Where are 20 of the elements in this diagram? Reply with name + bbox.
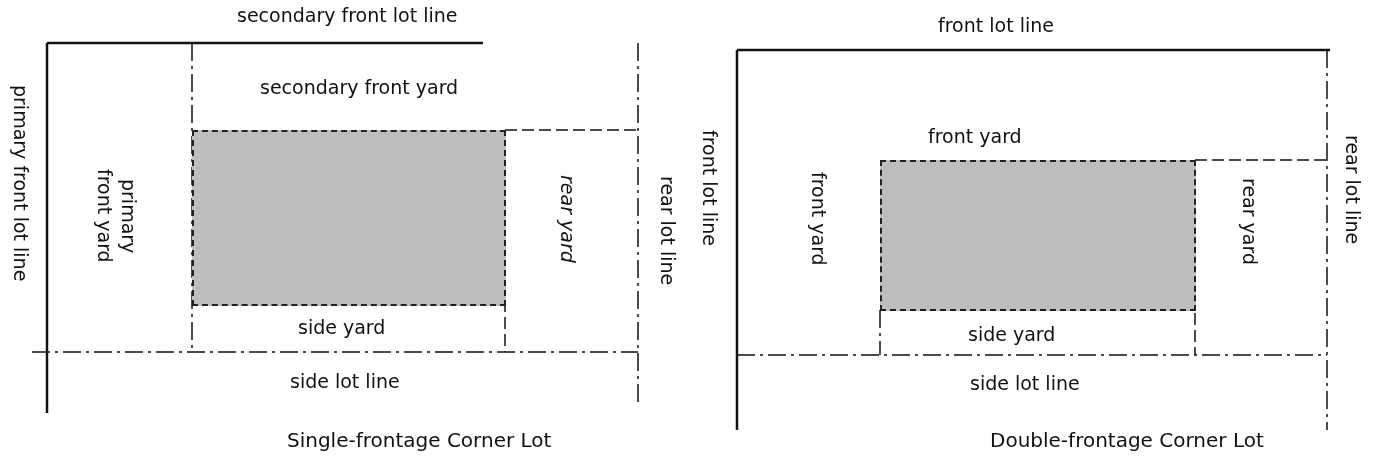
yard-label: front yard [806, 172, 830, 266]
lot-line-label: front lot line [697, 130, 721, 246]
lot-line-label: side lot line [290, 370, 400, 394]
lot-line-label: secondary front lot line [237, 4, 458, 28]
lot-line-label: rear lot line [1340, 135, 1364, 245]
yard-label: side yard [298, 316, 386, 340]
lot-caption: Single-frontage Corner Lot [287, 428, 552, 453]
lot-caption: Double-frontage Corner Lot [990, 428, 1264, 453]
yard-label: rear yard [555, 175, 579, 263]
yard-label: front yard [928, 125, 1022, 149]
yard-label: rear yard [1237, 178, 1261, 265]
yard-label: secondary front yard [260, 76, 459, 100]
building-footprint [880, 160, 1196, 311]
yard-label: side yard [968, 323, 1056, 347]
yard-label: primary front yard [92, 160, 140, 272]
lot-line-label: side lot line [970, 372, 1080, 396]
lot-line-label: rear lot line [655, 176, 679, 286]
building-footprint [192, 130, 506, 306]
lot-line-label: primary front lot line [8, 85, 32, 282]
lot-line-label: front lot line [938, 14, 1054, 38]
